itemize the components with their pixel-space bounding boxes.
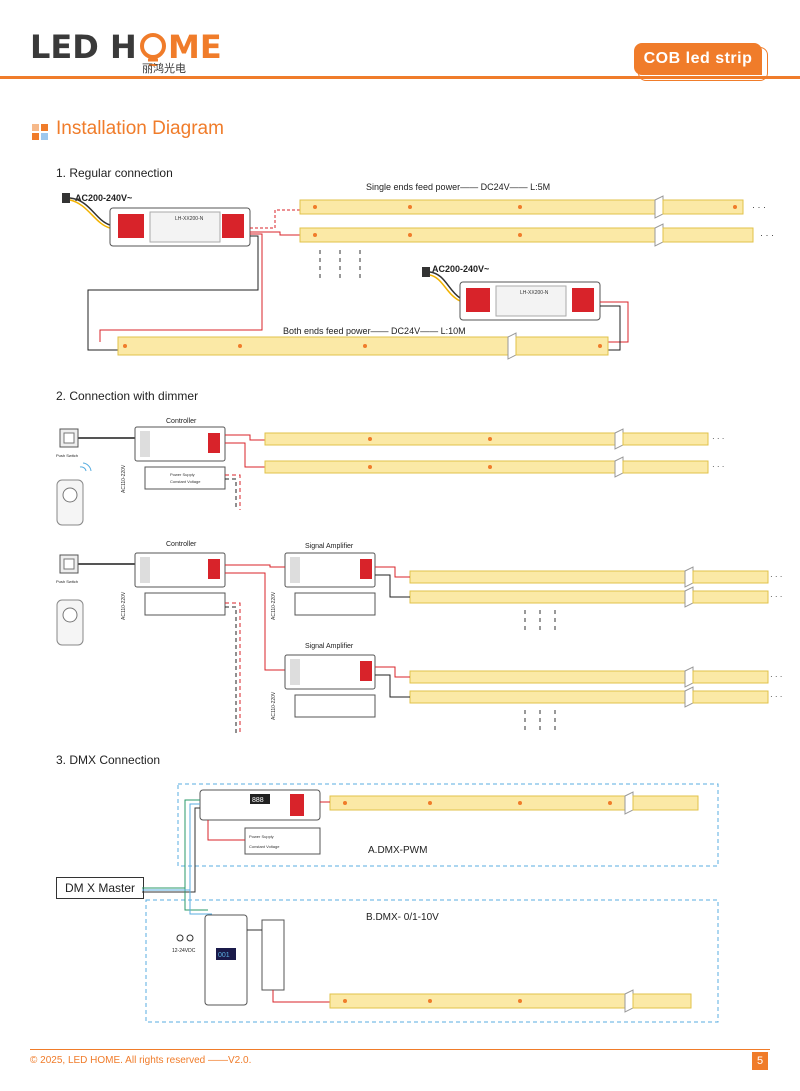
amplifier-label-1: Signal Amplifier xyxy=(305,543,354,550)
section-dimmer-title: 2. Connection with dimmer xyxy=(56,389,199,403)
svg-text:AC110-220V: AC110-220V xyxy=(271,691,277,720)
svg-text:Constant Voltage: Constant Voltage xyxy=(249,844,280,849)
brand-chinese-name: 丽鸿光电 xyxy=(142,62,186,75)
vdc-label: 12-24VDC xyxy=(172,948,196,954)
led-strip-3 xyxy=(117,332,609,360)
svg-text:AC110-220V: AC110-220V xyxy=(121,591,127,620)
plug-icon xyxy=(62,193,70,203)
svg-text:001: 001 xyxy=(218,952,230,959)
svg-text:Power Supply: Power Supply xyxy=(170,472,195,477)
dimmable-driver xyxy=(261,919,285,991)
svg-text:AC110-220V: AC110-220V xyxy=(121,464,127,493)
power-supply-1: Power Supply Constant Voltage xyxy=(144,466,226,490)
controller-label-2: Controller xyxy=(166,541,197,548)
controller-label-1: Controller xyxy=(166,418,197,425)
dmx-connection-diagram: 888 Power Supply Constant Voltage 001 xyxy=(142,783,719,1023)
svg-text:LH-XX200-N: LH-XX200-N xyxy=(175,216,204,222)
svg-text:· · ·: · · · xyxy=(770,692,782,701)
ac-label-1: AC200-240V~ xyxy=(75,193,133,203)
svg-text:· · ·: · · · xyxy=(712,434,724,443)
svg-text:Constant Voltage: Constant Voltage xyxy=(170,479,201,484)
svg-text:888: 888 xyxy=(252,797,264,804)
dmx-decoder-b: 001 xyxy=(204,914,248,1006)
led-strip-1: · · · xyxy=(299,195,766,219)
amplifier-label-2: Signal Amplifier xyxy=(305,643,354,650)
svg-text:ME: ME xyxy=(168,28,222,66)
grid-icon xyxy=(32,124,48,140)
page-title: Installation Diagram xyxy=(56,118,224,139)
svg-text:· · ·: · · · xyxy=(770,672,782,681)
svg-text:· · ·: · · · xyxy=(760,230,774,240)
dmx-010v-label: B.DMX- 0/1-10V xyxy=(366,912,439,923)
regular-connection-diagram: LH-XX200-N · · · · · · LH-XX200-N xyxy=(62,193,774,360)
svg-text:Power Supply: Power Supply xyxy=(249,834,274,839)
svg-text:· · ·: · · · xyxy=(752,202,766,212)
brand-logo: LED H ME xyxy=(30,26,240,76)
dmx-pwm-frame xyxy=(177,783,719,867)
svg-text:LED: LED xyxy=(30,28,99,66)
ac-label-2: AC200-240V~ xyxy=(432,264,490,274)
controller-device-2 xyxy=(134,552,226,588)
svg-text:· · ·: · · · xyxy=(770,572,782,581)
svg-text:H: H xyxy=(110,28,137,66)
page-number: 5 xyxy=(752,1052,768,1070)
copyright-text: © 2025, LED HOME. All rights reserved ——… xyxy=(30,1055,252,1066)
header-rule xyxy=(0,76,800,79)
dmx-decoder: 888 xyxy=(199,789,321,821)
single-feed-label: Single ends feed power—— DC24V—— L:5M xyxy=(366,182,551,192)
power-supply-dmx xyxy=(244,827,321,855)
signal-amplifier-2 xyxy=(284,654,376,718)
footer-rule xyxy=(30,1049,770,1050)
svg-text:· · ·: · · · xyxy=(712,462,724,471)
dimmer-connection-diagram: Power Supply Constant Voltage AC110-220V… xyxy=(56,426,782,735)
led-driver-1: LH-XX200-N xyxy=(109,207,251,247)
push-switch-label-1: Push Switch xyxy=(56,453,79,458)
svg-text:AC110-220V: AC110-220V xyxy=(271,591,277,620)
controller-device-1 xyxy=(134,426,226,462)
dmx-master-box: DM X Master xyxy=(56,877,144,899)
svg-text:LH-XX200-N: LH-XX200-N xyxy=(520,290,549,296)
dmx-010v-frame xyxy=(145,899,719,1023)
section-regular-title: 1. Regular connection xyxy=(56,166,173,180)
signal-amplifier-1 xyxy=(284,552,376,616)
led-driver-2: LH-XX200-N xyxy=(459,281,601,321)
product-badge: COB led strip xyxy=(634,43,762,75)
dmx-pwm-label: A.DMX-PWM xyxy=(368,845,428,856)
led-strip-2: · · · xyxy=(299,223,774,247)
section-dmx-title: 3. DMX Connection xyxy=(56,753,161,767)
both-feed-label: Both ends feed power—— DC24V—— L:10M xyxy=(283,326,466,336)
svg-text:· · ·: · · · xyxy=(770,592,782,601)
push-switch-label-2: Push Switch xyxy=(56,579,79,584)
remote-icon xyxy=(56,462,92,526)
